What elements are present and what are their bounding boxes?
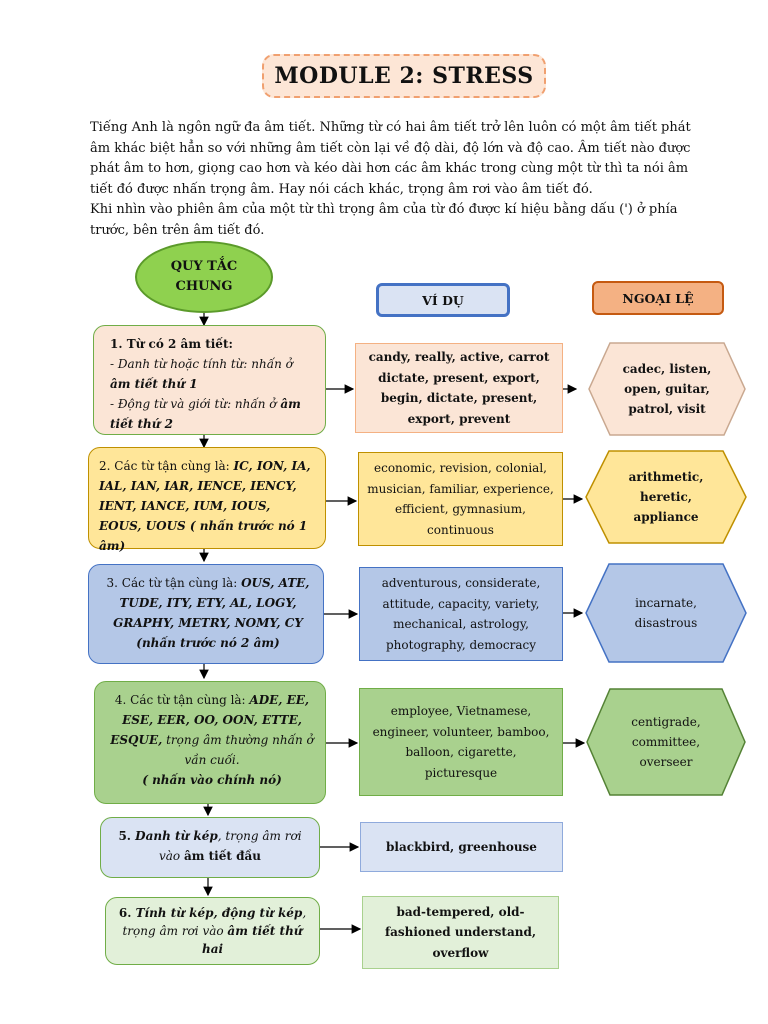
rule-3-endings: OUS, ATE, TUDE, ITY, ETY, AL, LOGY, GRAP… [113, 576, 310, 630]
rule-5-type: Danh từ kép [135, 829, 218, 843]
rule-4-endings: ADE, EE, ESE, EER, OO, OON, ETTE, ESQUE, [110, 693, 310, 747]
rule-1-verb-prep: - Động từ và giới từ: nhấn ở [110, 397, 281, 411]
example-box-4: employee, Vietnamese, engineer, voluntee… [359, 688, 563, 796]
exception-2-text: arithmetic, heretic, appliance [628, 470, 704, 524]
rule-6-text: , trọng âm rơi vào [122, 906, 307, 938]
example-box-6: bad-tempered, old-fashioned understand, … [362, 896, 559, 969]
rule-1-noun-adj-stress: âm tiết thứ 1 [110, 377, 198, 391]
intro-paragraph-2: Khi nhìn vào phiên âm của một từ thì trọ… [90, 202, 678, 238]
hexagon-shape [585, 563, 747, 663]
rules-header-label: QUY TẮC CHUNG [170, 259, 238, 294]
rule-3-box: 3. Các từ tận cùng là: OUS, ATE, TUDE, I… [88, 564, 324, 664]
rule-2-prefix: 2. Các từ tận cùng là: [99, 459, 234, 473]
exceptions-header: NGOẠI LỆ [592, 281, 724, 315]
page-title: MODULE 2: STRESS [262, 54, 546, 98]
rules-header-oval: QUY TẮC CHUNG [135, 241, 273, 313]
rule-6-type: Tính từ kép, động từ kép [135, 906, 303, 920]
exception-3-text: incarnate, disastrous [634, 596, 698, 630]
rule-2-endings: IC, ION, IA, IAL, IAN, IAR, IENCE, IENCY… [99, 459, 311, 533]
rule-4-note: ( nhấn vào chính nó) [142, 773, 282, 787]
intro-text: Tiếng Anh là ngôn ngữ đa âm tiết. Những … [90, 118, 710, 242]
exception-4-text: centigrade, committee, overseer [631, 715, 701, 769]
example-box-3: adventurous, considerate, attitude, capa… [359, 567, 563, 661]
rule-6-number: 6. [118, 906, 136, 920]
rule-3-prefix: 3. Các từ tận cùng là: [106, 576, 242, 590]
exception-1-text: cadec, listen, open, guitar, patrol, vis… [622, 362, 712, 416]
rule-4-prefix: 4. Các từ tận cùng là: [114, 693, 250, 707]
exception-hex-1: cadec, listen, open, guitar, patrol, vis… [588, 342, 746, 436]
rule-4-mid: trọng âm thường nhấn [162, 733, 307, 747]
exception-hex-4: centigrade, committee, overseer [586, 688, 746, 796]
rule-1-noun-adj: - Danh từ hoặc tính từ: nhấn ở [110, 357, 293, 371]
rule-4-tail: ở vần cuối. [184, 733, 314, 767]
hexagon-shape [586, 688, 746, 796]
rule-2-box: 2. Các từ tận cùng là: IC, ION, IA, IAL,… [88, 447, 326, 553]
example-box-5: blackbird, greenhouse [360, 822, 563, 872]
rule-5-number: 5. [118, 829, 136, 843]
rule-5-box: 5. Danh từ kép, trọng âm rơi vào âm tiết… [100, 817, 320, 878]
exception-hex-3: incarnate, disastrous [585, 563, 747, 663]
example-box-2: economic, revision, colonial, musician, … [358, 452, 563, 546]
rule-4-box: 4. Các từ tận cùng là: ADE, EE, ESE, EER… [94, 681, 326, 804]
intro-paragraph-1: Tiếng Anh là ngôn ngữ đa âm tiết. Những … [90, 120, 691, 197]
rule-5-stress: âm tiết đầu [183, 849, 261, 863]
rule-1-verb-prep-stress: âm tiết thứ 2 [110, 397, 301, 431]
rule-1-heading: 1. Từ có 2 âm tiết: [110, 337, 233, 351]
rule-6-stress: âm tiết thứ hai [201, 924, 303, 956]
rule-1-box: 1. Từ có 2 âm tiết: - Danh từ hoặc tính … [93, 325, 326, 435]
rule-6-box: 6. Tính từ kép, động từ kép, trọng âm rơ… [105, 897, 320, 965]
rule-5-text: , trọng âm rơi vào [159, 829, 302, 863]
example-box-1: candy, really, active, carrot dictate, p… [355, 343, 563, 433]
rule-2-note: ( nhấn trước nó 1 âm) [99, 519, 308, 553]
examples-header: VÍ DỤ [376, 283, 510, 317]
hexagon-shape [588, 342, 746, 436]
rule-3-note: (nhấn trước nó 2 âm) [136, 636, 280, 650]
hexagon-shape [585, 450, 747, 544]
exception-hex-2: arithmetic, heretic, appliance [585, 450, 747, 544]
